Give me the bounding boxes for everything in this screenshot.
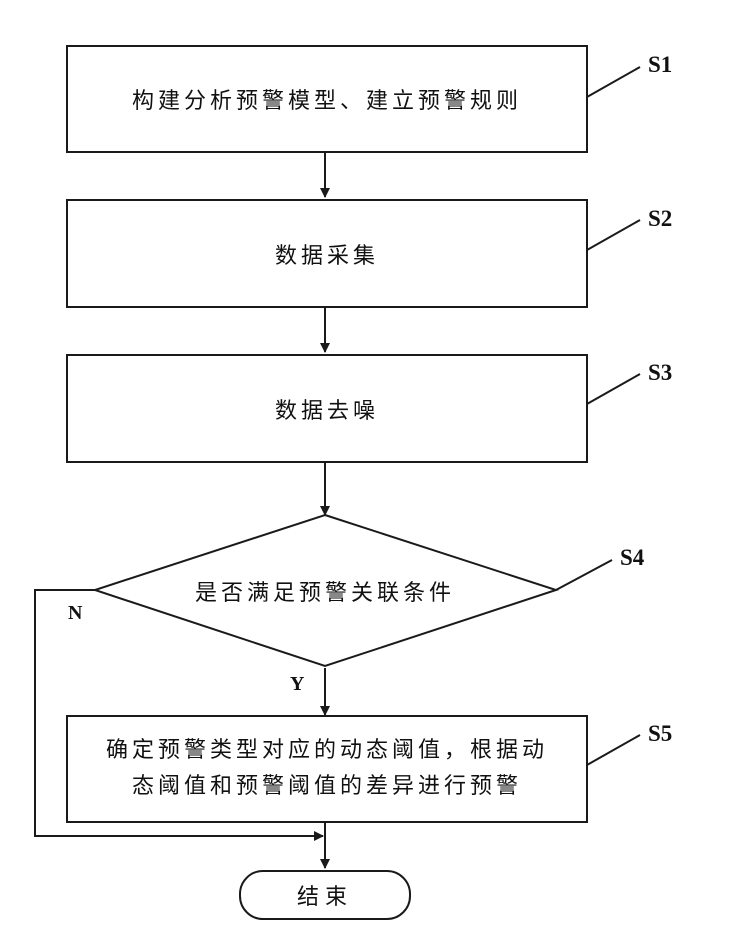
step-label-s3: S3 — [648, 360, 672, 386]
process-text-s1: 构建分析预警模型、建立预警规则 — [132, 83, 522, 115]
process-text-s3: 数据去噪 — [275, 393, 379, 425]
process-box-s1: 构建分析预警模型、建立预警规则 — [66, 45, 588, 153]
branch-label-yes: Y — [290, 673, 304, 696]
process-text-s5-line1: 确定预警类型对应的动态阈值，根据动 — [106, 733, 548, 769]
process-box-s2: 数据采集 — [66, 199, 588, 308]
leader-s4 — [556, 560, 612, 590]
end-terminal: 结束 — [239, 870, 411, 920]
step-label-s5: S5 — [648, 721, 672, 747]
step-label-s1: S1 — [648, 52, 672, 78]
process-text-s5-line2: 态阈值和预警阈值的差异进行预警 — [132, 769, 522, 805]
process-box-s5: 确定预警类型对应的动态阈值，根据动 态阈值和预警阈值的差异进行预警 — [66, 715, 588, 823]
step-label-s2: S2 — [648, 206, 672, 232]
process-box-s3: 数据去噪 — [66, 354, 588, 463]
leader-s5 — [587, 735, 640, 765]
process-text-s2: 数据采集 — [275, 238, 379, 270]
step-label-s4: S4 — [620, 545, 644, 571]
end-terminal-text: 结束 — [297, 879, 353, 911]
branch-label-no: N — [68, 602, 82, 625]
decision-text-s4: 是否满足预警关联条件 — [150, 575, 500, 607]
leader-s2 — [587, 220, 640, 250]
leader-s1 — [587, 67, 640, 97]
leader-s3 — [587, 374, 640, 404]
